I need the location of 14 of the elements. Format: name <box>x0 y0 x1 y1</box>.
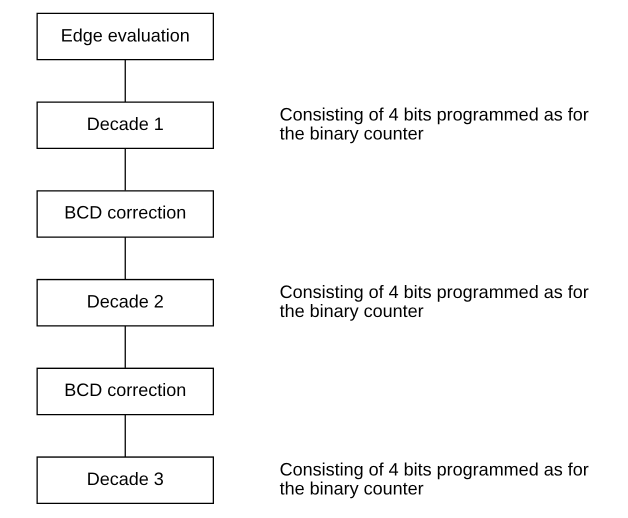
connector <box>124 237 126 280</box>
connector <box>124 148 126 190</box>
node-box: Decade 1 <box>36 101 214 150</box>
connector <box>124 326 126 368</box>
node-label: Consisting of 4 bits programmed as for the binary counter <box>280 104 589 144</box>
node-box: Decade 2 <box>36 278 214 327</box>
node-label: Consisting of 4 bits programmed as for the binary counter <box>280 282 589 322</box>
connector <box>124 60 126 102</box>
node-box: Decade 3 <box>36 456 214 504</box>
node-box: Edge evaluation <box>36 12 214 60</box>
node-box: BCD correction <box>36 190 214 238</box>
connector <box>124 414 126 457</box>
node-box: BCD correction <box>36 368 214 416</box>
node-label: Consisting of 4 bits programmed as for the binary counter <box>280 459 589 499</box>
